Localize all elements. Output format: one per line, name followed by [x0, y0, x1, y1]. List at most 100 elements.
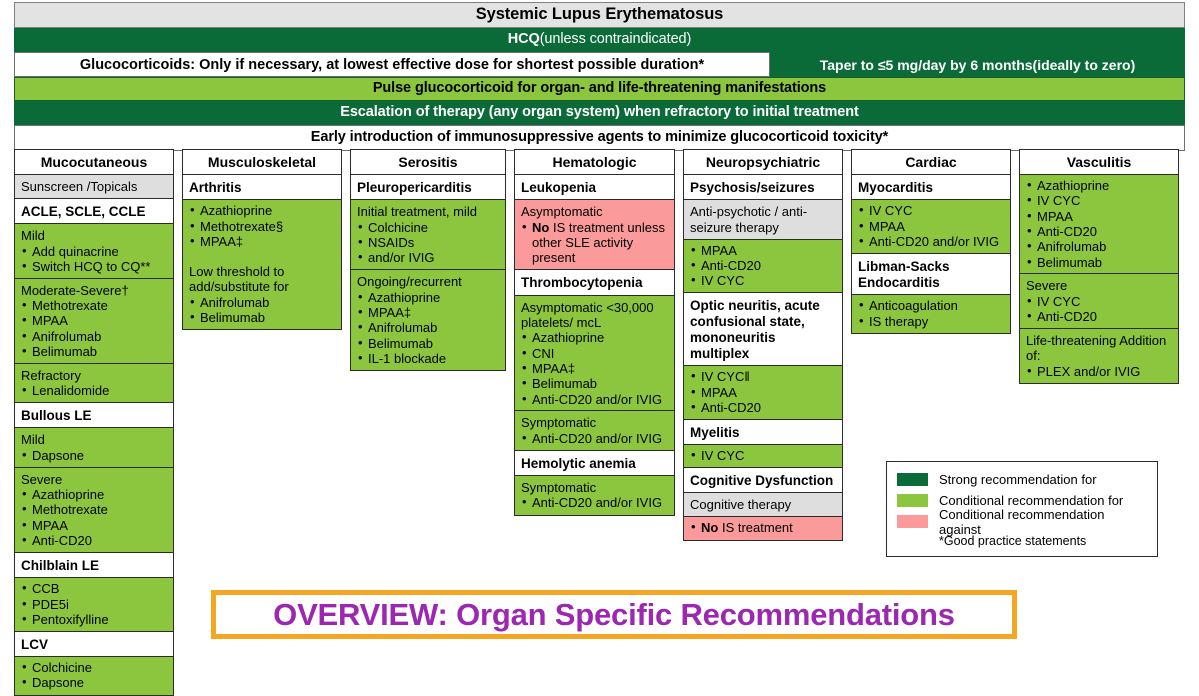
column-header-hematologic: Hematologic — [514, 149, 675, 176]
treatment-item: IS therapy — [858, 313, 1004, 329]
treatment-list: IV CYCMPAAAnti-CD20 and/or IVIG — [858, 202, 1004, 249]
treatment-list: PLEX and/or IVIG — [1026, 363, 1172, 379]
treatment-list: No IS treatment unless other SLE activit… — [521, 219, 668, 266]
block-lead-text: Asymptomatic <30,000 platelets/ mcL — [521, 299, 654, 330]
treatment-block-serositis-0: Pleuropericarditis — [350, 174, 506, 201]
treatment-item: Anifrolumab — [1026, 238, 1172, 254]
block-lead-text: Optic neuritis, acute confusional state,… — [690, 298, 820, 361]
treatment-item: Belimumab — [21, 343, 167, 359]
banner-taper: Taper to ≤5 mg/day by 6 months (ideally … — [770, 52, 1185, 77]
treatment-item: Anti-CD20 and/or IVIG — [521, 391, 668, 407]
treatment-list: Add quinacrineSwitch HCQ to CQ** — [21, 243, 167, 275]
column-header-musculoskeletal: Musculoskeletal — [182, 149, 342, 176]
block-lead-text: Chilblain LE — [21, 557, 100, 573]
block-lead-text: Arthritis — [189, 180, 242, 196]
treatment-list: AnifrolumabBelimumab — [189, 294, 335, 326]
banner-escalation: Escalation of therapy (any organ system)… — [14, 101, 1185, 125]
treatment-block-cardiac-2: Libman-Sacks Endocarditis — [851, 252, 1011, 296]
treatment-item: Switch HCQ to CQ** — [21, 258, 167, 274]
treatment-item: MPAA — [690, 242, 836, 258]
treatment-block-neuropsychiatric-7: Cognitive Dysfunction — [683, 467, 843, 494]
treatment-item: IV CYC — [1026, 192, 1172, 208]
treatment-item: Methotrexate — [21, 501, 167, 517]
treatment-item: Methotrexate — [21, 297, 167, 313]
treatment-item: MPAA — [21, 517, 167, 533]
legend-swatch-icon — [897, 494, 928, 507]
block-lead-text: LCV — [21, 636, 48, 652]
block-lead-text: Ongoing/recurrent — [357, 274, 462, 290]
banner-hcq-sub: (unless contraindicated) — [539, 31, 692, 48]
treatment-item: MPAA‡ — [521, 360, 668, 376]
treatment-block-neuropsychiatric-4: IV CYC‖MPAAAnti-CD20 — [683, 365, 843, 421]
block-lead-text: Thrombocytopenia — [521, 275, 643, 291]
treatment-item: Anti-CD20 — [21, 532, 167, 548]
treatment-item: MPAA — [21, 312, 167, 328]
treatment-list: ColchicineNSAIDsand/or IVIG — [357, 219, 499, 266]
treatment-item: MPAA — [858, 218, 1004, 234]
treatment-item: No IS treatment unless other SLE activit… — [521, 219, 668, 266]
treatment-item: Pentoxifylline — [21, 611, 167, 627]
treatment-block-serositis-1: Initial treatment, mildColchicineNSAIDsa… — [350, 199, 506, 271]
treatment-block-mucocutaneous-2: MildAdd quinacrineSwitch HCQ to CQ** — [14, 223, 174, 280]
legend-note: *Good practice statements — [939, 534, 1087, 548]
treatment-item: IV CYC — [690, 272, 836, 288]
treatment-item: Lenalidomide — [21, 382, 167, 398]
treatment-item: Anifrolumab — [189, 294, 335, 310]
banner-hcq-main: HCQ — [507, 31, 540, 48]
organ-column-hematologic: HematologicLeukopeniaAsymptomaticNo IS t… — [514, 149, 675, 516]
block-lead-text: Cognitive therapy — [690, 497, 792, 513]
treatment-block-hematologic-0: Leukopenia — [514, 174, 675, 201]
treatment-item: IV CYC — [858, 202, 1004, 218]
page-title: Systemic Lupus Erythematosus — [14, 2, 1185, 28]
treatment-block-vasculitis-2: Life-threatening Addition of:PLEX and/or… — [1019, 327, 1179, 384]
column-header-neuropsychiatric: Neuropsychiatric — [683, 149, 843, 176]
treatment-list: IV CYCAnti-CD20 — [1026, 293, 1172, 325]
treatment-list: AzathioprineMethotrexate§MPAA‡ — [189, 202, 335, 249]
treatment-list: AzathioprineMethotrexateMPAAAnti-CD20 — [21, 486, 167, 548]
treatment-item: Belimumab — [521, 375, 668, 391]
column-header-mucocutaneous: Mucocutaneous — [14, 149, 174, 176]
treatment-list: Dapsone — [21, 447, 167, 463]
treatment-block-neuropsychiatric-9: No IS treatment — [683, 516, 843, 541]
treatment-block-neuropsychiatric-1: Anti-psychotic / anti-seizure therapy — [683, 199, 843, 241]
treatment-block-mucocutaneous-7: SevereAzathioprineMethotrexateMPAAAnti-C… — [14, 466, 174, 554]
treatment-block-neuropsychiatric-5: Myelitis — [683, 418, 843, 446]
treatment-item: Anti-CD20 and/or IVIG — [521, 494, 668, 510]
treatment-item: Belimumab — [1026, 254, 1172, 270]
legend-row-2: Conditional recommendation against — [897, 507, 1149, 537]
treatment-banner-stack: Systemic Lupus Erythematosus HCQ (unless… — [14, 2, 1185, 151]
slide-root: Systemic Lupus Erythematosus HCQ (unless… — [0, 0, 1199, 673]
treatment-item: CCB — [21, 580, 167, 596]
treatment-item: No IS treatment — [690, 519, 836, 535]
treatment-block-vasculitis-0: AzathioprineIV CYCMPAAAnti-CD20Anifrolum… — [1019, 174, 1179, 275]
legend-label: Conditional recommendation for — [939, 493, 1124, 508]
treatment-item: Belimumab — [189, 309, 335, 325]
column-header-serositis: Serositis — [350, 149, 506, 176]
treatment-item: Anticoagulation — [858, 297, 1004, 313]
treatment-block-mucocutaneous-4: RefractoryLenalidomide — [14, 362, 174, 404]
banner-hcq: HCQ (unless contraindicated) — [14, 28, 1185, 52]
treatment-block-mucocutaneous-9: CCBPDE5iPentoxifylline — [14, 577, 174, 633]
column-header-cardiac: Cardiac — [851, 149, 1011, 176]
block-lead-text: Psychosis/seizures — [690, 180, 815, 196]
treatment-block-neuropsychiatric-2: MPAAAnti-CD20IV CYC — [683, 238, 843, 294]
banner-glucocorticoid-row: Glucocorticoids: Only if necessary, at l… — [14, 52, 1185, 77]
treatment-block-cardiac-0: Myocarditis — [851, 174, 1011, 201]
legend-swatch-icon — [897, 515, 928, 528]
treatment-block-mucocutaneous-6: MildDapsone — [14, 427, 174, 469]
organ-column-vasculitis: VasculitisAzathioprineIV CYCMPAAAnti-CD2… — [1019, 149, 1179, 384]
treatment-block-hematologic-1: AsymptomaticNo IS treatment unless other… — [514, 199, 675, 271]
block-lead-text: Asymptomatic — [521, 204, 603, 220]
treatment-item: Dapsone — [21, 674, 167, 690]
treatment-item: Belimumab — [357, 335, 499, 351]
treatment-item: CNI — [521, 345, 668, 361]
treatment-block-serositis-2: Ongoing/recurrentAzathioprineMPAA‡Anifro… — [350, 269, 506, 372]
treatment-block-mucocutaneous-3: Moderate-Severe†MethotrexateMPAAAnifrolu… — [14, 277, 174, 365]
treatment-item: MPAA — [690, 384, 836, 400]
legend-swatch-icon — [897, 473, 928, 486]
block-lead-text: Hemolytic anemia — [521, 455, 636, 471]
block-lead-text: ACLE, SCLE, CCLE — [21, 203, 146, 219]
